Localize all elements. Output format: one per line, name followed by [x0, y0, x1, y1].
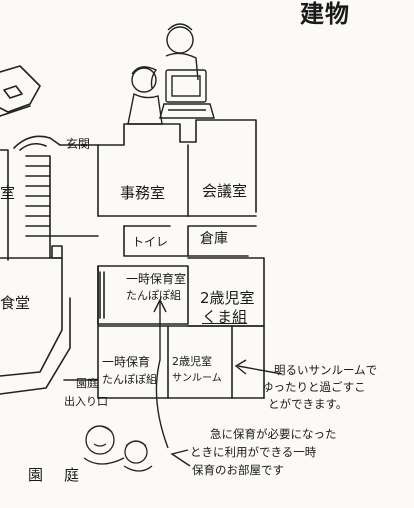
- age2-class-label: くま組: [202, 308, 248, 326]
- sunroom-callout-line1: 明るいサンルームで: [274, 363, 378, 377]
- age2-room-label: 2歳児室: [200, 289, 255, 307]
- temp-care-callout-line3: 保育のお部屋です: [192, 463, 284, 477]
- sunroom-label-line2: サンルーム: [172, 373, 222, 384]
- temp-care-callout-line2: ときに利用ができる一時: [190, 445, 317, 459]
- temp-care-callout-line1: 急に保育が必要になった: [210, 427, 337, 441]
- temp-care-2-sub-label: たんぽぽ組: [102, 373, 157, 386]
- storage-label: 倉庫: [200, 231, 228, 247]
- temp-care-2-label: 一時保育: [102, 355, 151, 369]
- temp-care-room-sub-label: たんぽぽ組: [126, 289, 181, 302]
- meeting-room-label: 会議室: [202, 182, 248, 200]
- garden-exit-label-line1: 園庭: [76, 377, 98, 390]
- section-heading: 建物: [300, 0, 350, 28]
- left-room-fragment: 室: [0, 184, 16, 202]
- garden-exit-label-line2: 出入り口: [64, 395, 108, 408]
- sunroom-callout-line3: とができます。: [268, 397, 348, 411]
- yard-char-2: 庭: [64, 466, 80, 484]
- entrance-label: 玄関: [66, 137, 91, 151]
- yard-char-1: 園: [28, 466, 44, 484]
- temp-care-room-label: 一時保育室: [126, 272, 187, 286]
- toilet-label: トイレ: [132, 235, 169, 249]
- sunroom-callout-line2: ゆったりと過ごすこ: [262, 380, 366, 394]
- sunroom-label-line1: 2歳児室: [172, 355, 212, 368]
- office-label: 事務室: [120, 184, 166, 202]
- dining-room-label: 食堂: [0, 294, 31, 312]
